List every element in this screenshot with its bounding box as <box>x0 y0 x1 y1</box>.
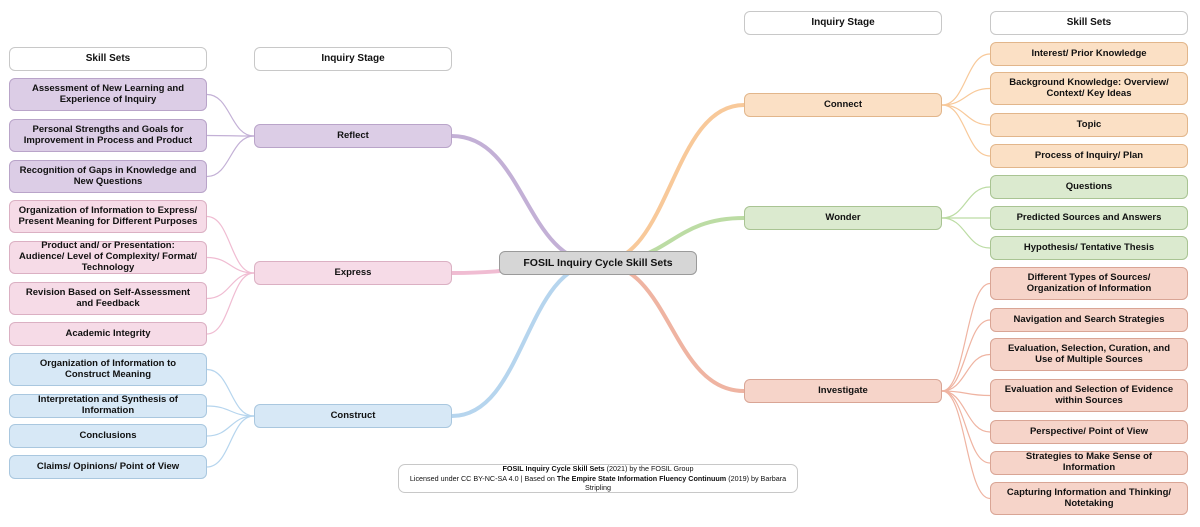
skill-connect-3[interactable]: Topic <box>990 113 1188 137</box>
stage-wonder[interactable]: Wonder <box>744 206 942 230</box>
skill-investigate-6[interactable]: Strategies to Make Sense of Information <box>990 451 1188 475</box>
link-reflect-2 <box>206 134 255 137</box>
link-construct-3 <box>206 415 255 437</box>
link-express-1 <box>206 215 255 274</box>
link-investigate-1 <box>941 282 991 392</box>
branch-investigate <box>596 261 746 393</box>
link-express-3 <box>206 272 255 300</box>
link-wonder-3 <box>941 217 991 249</box>
skill-investigate-4[interactable]: Evaluation and Selection of Evidence wit… <box>990 379 1188 412</box>
link-investigate-7 <box>941 390 991 500</box>
skill-reflect-3[interactable]: Recognition of Gaps in Knowledge and New… <box>9 160 207 193</box>
link-connect-1 <box>941 53 991 106</box>
link-construct-1 <box>206 368 255 417</box>
link-connect-4 <box>941 104 991 157</box>
link-investigate-2 <box>941 319 991 392</box>
skill-wonder-2[interactable]: Predicted Sources and Answers <box>990 206 1188 230</box>
skill-construct-4[interactable]: Claims/ Opinions/ Point of View <box>9 455 207 479</box>
link-investigate-6 <box>941 390 991 464</box>
stage-connect[interactable]: Connect <box>744 93 942 117</box>
credit-line-2-pre: Licensed under CC BY-NC-SA 4.0 | Based o… <box>409 473 557 483</box>
branch-reflect <box>450 134 600 265</box>
credit-line-1-rest: (2021) by the FOSIL Group <box>604 464 694 474</box>
credit-line-2-rest: (2019) by Barbara Stripling <box>585 473 787 493</box>
skill-investigate-1[interactable]: Different Types of Sources/ Organization… <box>990 267 1188 300</box>
stage-express[interactable]: Express <box>254 261 452 285</box>
link-investigate-4 <box>941 390 991 397</box>
skill-reflect-2[interactable]: Personal Strengths and Goals for Improve… <box>9 119 207 152</box>
skill-wonder-3[interactable]: Hypothesis/ Tentative Thesis <box>990 236 1188 260</box>
skill-connect-4[interactable]: Process of Inquiry/ Plan <box>990 144 1188 168</box>
skill-express-4[interactable]: Academic Integrity <box>9 322 207 346</box>
header-left-skill-sets: Skill Sets <box>9 47 207 71</box>
stage-reflect[interactable]: Reflect <box>254 124 452 148</box>
skill-construct-2[interactable]: Interpretation and Synthesis of Informat… <box>9 394 207 418</box>
skill-express-2[interactable]: Product and/ or Presentation: Audience/ … <box>9 240 207 274</box>
branch-construct <box>450 261 600 418</box>
header-right-skill-sets: Skill Sets <box>990 11 1188 35</box>
link-investigate-3 <box>941 353 991 392</box>
skill-construct-3[interactable]: Conclusions <box>9 424 207 448</box>
skill-connect-2[interactable]: Background Knowledge: Overview/ Context/… <box>990 72 1188 105</box>
skill-investigate-7[interactable]: Capturing Information and Thinking/ Note… <box>990 482 1188 515</box>
skill-investigate-3[interactable]: Evaluation, Selection, Curation, and Use… <box>990 338 1188 371</box>
link-wonder-1 <box>941 186 991 219</box>
link-connect-2 <box>941 87 991 106</box>
skill-express-3[interactable]: Revision Based on Self-Assessment and Fe… <box>9 282 207 315</box>
header-left-inquiry-stage: Inquiry Stage <box>254 47 452 71</box>
skill-investigate-2[interactable]: Navigation and Search Strategies <box>990 308 1188 332</box>
credit-title: FOSIL Inquiry Cycle Skill Sets <box>502 464 605 474</box>
skill-investigate-5[interactable]: Perspective/ Point of View <box>990 420 1188 444</box>
skill-connect-1[interactable]: Interest/ Prior Knowledge <box>990 42 1188 66</box>
skill-reflect-1[interactable]: Assessment of New Learning and Experienc… <box>9 78 207 111</box>
credit-box: FOSIL Inquiry Cycle Skill Sets (2021) by… <box>398 464 798 493</box>
stage-investigate[interactable]: Investigate <box>744 379 942 403</box>
credit-line-2: Licensed under CC BY-NC-SA 4.0 | Based o… <box>399 474 797 493</box>
link-investigate-5 <box>941 390 991 433</box>
link-express-2 <box>206 256 255 274</box>
link-construct-4 <box>206 415 255 468</box>
credit-line-1: FOSIL Inquiry Cycle Skill Sets (2021) by… <box>399 464 797 473</box>
header-right-inquiry-stage: Inquiry Stage <box>744 11 942 35</box>
link-reflect-1 <box>206 93 255 137</box>
link-connect-3 <box>941 104 991 126</box>
skill-express-1[interactable]: Organization of Information to Express/ … <box>9 200 207 233</box>
stage-construct[interactable]: Construct <box>254 404 452 428</box>
skill-construct-1[interactable]: Organization of Information to Construct… <box>9 353 207 386</box>
link-express-4 <box>206 272 255 335</box>
link-reflect-3 <box>206 135 255 178</box>
link-construct-2 <box>206 405 255 417</box>
center-node[interactable]: FOSIL Inquiry Cycle Skill Sets <box>499 251 697 275</box>
skill-wonder-1[interactable]: Questions <box>990 175 1188 199</box>
credit-source-title: The Empire State Information Fluency Con… <box>556 473 727 483</box>
